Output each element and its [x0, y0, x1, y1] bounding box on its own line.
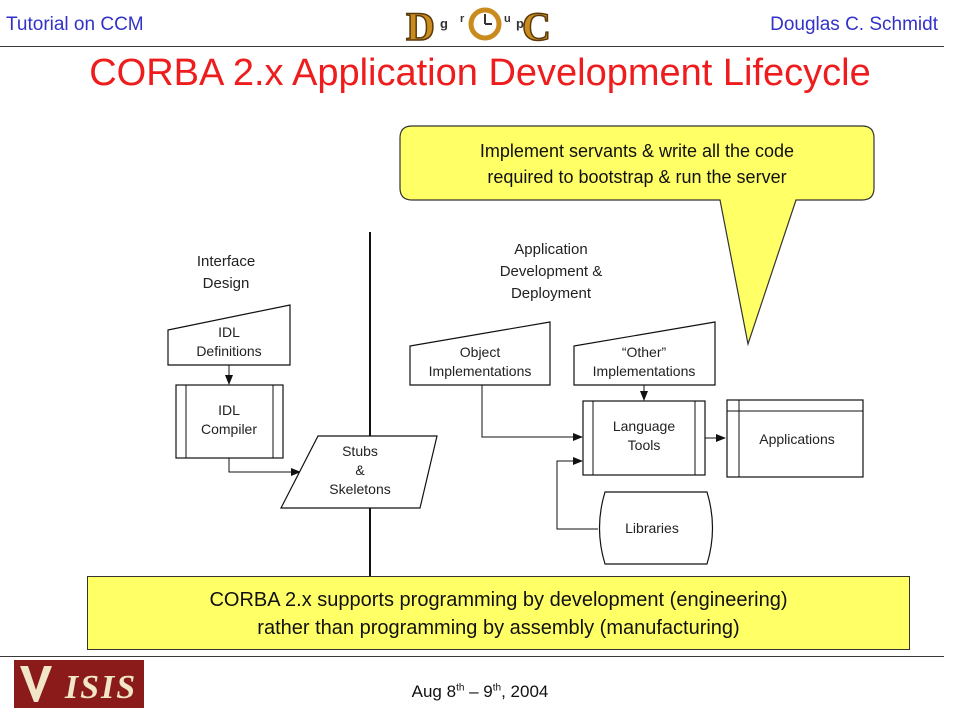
libraries-box — [598, 491, 714, 565]
idl-definitions-box — [167, 304, 291, 366]
applications-label: Applications — [759, 431, 835, 447]
other-implementations-box — [573, 321, 716, 386]
logo-letter-u: u — [504, 13, 511, 25]
logo-letter-c: C — [522, 4, 551, 46]
summary-note: CORBA 2.x supports programming by develo… — [87, 576, 910, 650]
other-implementations-label-2: Implementations — [593, 363, 696, 379]
logo-clock-icon — [468, 7, 502, 41]
phase-label-interface-2: Design — [203, 275, 250, 292]
header-right-text: Douglas C. Schmidt — [770, 14, 938, 35]
stubs-skeletons-label-2: & — [355, 462, 365, 478]
phase-label-application-3: Deployment — [511, 285, 592, 302]
callout-line-1: Implement servants & write all the code — [479, 141, 795, 161]
callout-bubble — [399, 125, 875, 347]
idl-compiler-label-1: IDL — [218, 402, 240, 418]
summary-note-line-1: CORBA 2.x supports programming by develo… — [209, 589, 788, 611]
logo-letter-r: r — [460, 13, 465, 25]
object-implementations-box — [409, 321, 551, 386]
logo-letter-d: D — [406, 4, 435, 46]
object-implementations-label-2: Implementations — [429, 363, 532, 379]
isis-logo: ISIS — [14, 660, 144, 708]
other-implementations-label-1: “Other” — [622, 344, 667, 360]
language-tools-box — [582, 400, 706, 476]
summary-note-line-2: rather than programming by assembly (man… — [257, 617, 740, 639]
callout-text: Implement servants & write all the code … — [400, 138, 874, 190]
header-divider — [0, 46, 944, 47]
idl-compiler-label-2: Compiler — [201, 421, 257, 437]
doc-group-logo: D g r u p C — [405, 3, 551, 46]
header-left-text: Tutorial on CCM — [6, 14, 144, 35]
slide-title: CORBA 2.x Application Development Lifecy… — [89, 52, 871, 94]
logo-letter-p: p — [516, 16, 524, 31]
stubs-skeletons-box — [280, 435, 438, 509]
language-tools-label-2: Tools — [628, 437, 661, 453]
idl-compiler-box — [175, 384, 284, 459]
phase-label-application-2: Development & — [500, 263, 603, 280]
logo-letter-g: g — [440, 16, 448, 31]
libraries-label: Libraries — [625, 520, 679, 536]
phase-label-interface-1: Interface — [197, 253, 255, 270]
footer-divider — [0, 656, 944, 657]
applications-box — [726, 399, 864, 478]
idl-definitions-label-1: IDL — [218, 324, 240, 340]
callout-line-2: required to bootstrap & run the server — [487, 167, 787, 187]
object-implementations-label-1: Object — [460, 344, 501, 360]
vanderbilt-v-icon — [20, 666, 52, 702]
isis-logo-text: ISIS — [64, 669, 137, 706]
footer-date: Aug 8th – 9th, 2004 — [411, 682, 549, 701]
stubs-skeletons-label-1: Stubs — [342, 443, 378, 459]
language-tools-label-1: Language — [613, 418, 676, 434]
stubs-skeletons-label-3: Skeletons — [329, 481, 390, 497]
phase-label-application-1: Application — [514, 241, 587, 258]
idl-definitions-label-2: Definitions — [196, 343, 261, 359]
